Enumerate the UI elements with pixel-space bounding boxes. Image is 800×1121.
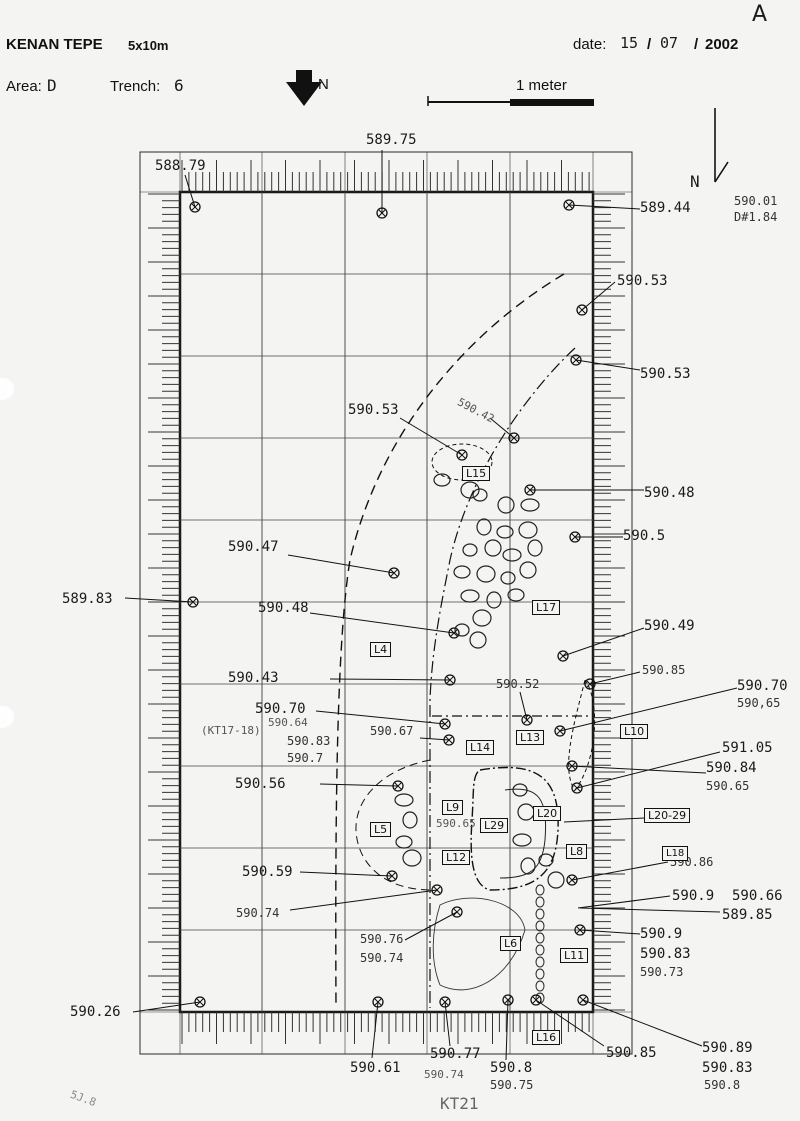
elev-590-77: 590.77 bbox=[430, 1046, 481, 1062]
elev-590-76: 590.76 bbox=[360, 932, 404, 946]
elev-590-70b: 590.70 bbox=[255, 701, 306, 717]
elev-590-74b: 590.74 bbox=[360, 951, 404, 965]
locus-L5: L5 bbox=[370, 822, 392, 837]
elev-590-43: 590.43 bbox=[228, 670, 279, 686]
elev-590-65c: 590.65 bbox=[436, 817, 476, 830]
locus-L10: L10 bbox=[620, 724, 649, 739]
elev-590-67: 590.67 bbox=[370, 724, 414, 738]
elev-590-5: 590.5 bbox=[623, 528, 666, 544]
elev-590-85a: 590.85 bbox=[642, 663, 686, 677]
elev-590-65a: 590,65 bbox=[737, 696, 781, 710]
grid-lines bbox=[180, 192, 593, 1012]
elev-590-65b: 590.65 bbox=[706, 779, 750, 793]
elev-590-48a: 590.48 bbox=[644, 485, 695, 501]
elev-589-85: 589.85 bbox=[722, 907, 773, 923]
elev-590-53b: 590.53 bbox=[640, 366, 691, 382]
date-year: 2002 bbox=[705, 36, 739, 53]
elev-590-9a: 590.9 bbox=[672, 888, 715, 904]
kt17-note: (KT17-18) bbox=[201, 724, 261, 737]
elev-590-56: 590.56 bbox=[235, 776, 286, 792]
elev-590-47: 590.47 bbox=[228, 539, 279, 555]
elev-590-83b: 590.83 bbox=[640, 946, 691, 962]
trench-label: Trench: bbox=[110, 78, 161, 95]
elev-top-mid: 589.75 bbox=[366, 132, 417, 148]
elev-590-8b: 590.8 bbox=[704, 1078, 741, 1092]
locus-L14: L14 bbox=[466, 740, 495, 755]
elev-590-85b: 590.85 bbox=[606, 1045, 657, 1061]
elev-590-7: 590.7 bbox=[287, 751, 324, 765]
elev-top-right: 589.44 bbox=[640, 200, 691, 216]
page-letter: A bbox=[752, 2, 768, 27]
elev-590-48b: 590.48 bbox=[258, 600, 309, 616]
elev-note-2: D#1.84 bbox=[734, 210, 778, 224]
locus-L29: L29 bbox=[480, 818, 509, 833]
scale-bar bbox=[427, 96, 594, 106]
trench-size: 5x10m bbox=[128, 38, 169, 53]
date-sep-1: / bbox=[647, 36, 652, 53]
elev-590-49: 590.49 bbox=[644, 618, 695, 634]
north-label-hand: N bbox=[690, 172, 700, 191]
kt21-note: KT21 bbox=[440, 1094, 479, 1113]
elev-note-1: 590.01 bbox=[734, 194, 778, 208]
area-label: Area: bbox=[6, 78, 42, 95]
dashed-boundary bbox=[335, 273, 565, 1009]
elev-590-66: 590.66 bbox=[732, 888, 783, 904]
north-arrow-hand bbox=[714, 108, 729, 183]
locus-L9: L9 bbox=[442, 800, 464, 815]
elev-590-74c: 590.74 bbox=[424, 1068, 464, 1081]
date-label: date: bbox=[573, 36, 607, 53]
elev-591-05: 591.05 bbox=[722, 740, 773, 756]
elev-top-left: 588.79 bbox=[155, 158, 206, 174]
elev-590-73: 590.73 bbox=[640, 965, 684, 979]
elev-590-70a: 590.70 bbox=[737, 678, 788, 694]
stones-cluster bbox=[394, 473, 565, 889]
elev-590-84: 590.84 bbox=[706, 760, 757, 776]
elev-590-53c: 590.53 bbox=[348, 402, 399, 418]
trench-value: 6 bbox=[174, 76, 184, 95]
elev-590-61: 590.61 bbox=[350, 1060, 401, 1076]
locus-L6: L6 bbox=[500, 936, 522, 951]
locus-L12: L12 bbox=[442, 850, 471, 865]
locus-L8: L8 bbox=[566, 844, 588, 859]
elev-589-83: 589.83 bbox=[62, 591, 113, 607]
area-value: D bbox=[47, 76, 57, 95]
locus-L11: L11 bbox=[560, 948, 589, 963]
north-arrow-filled bbox=[286, 70, 322, 106]
elev-590-59: 590.59 bbox=[242, 864, 293, 880]
locus-L15: L15 bbox=[462, 466, 491, 481]
site-name: KENAN TEPE bbox=[6, 36, 103, 53]
elev-590-74a: 590.74 bbox=[236, 906, 280, 920]
elev-590-89: 590.89 bbox=[702, 1040, 753, 1056]
locus-L18: L18 bbox=[662, 846, 689, 861]
elev-590-83a: 590.83 bbox=[287, 734, 331, 748]
leader-lines bbox=[124, 150, 738, 1061]
date-sep-2: / bbox=[694, 36, 699, 53]
binder-hole-top bbox=[0, 378, 14, 400]
binder-hole-bottom bbox=[0, 706, 14, 728]
elev-590-52: 590.52 bbox=[496, 677, 540, 691]
north-label: N bbox=[318, 76, 329, 93]
elev-590-83c: 590.83 bbox=[702, 1060, 753, 1076]
locus-L17: L17 bbox=[532, 600, 561, 615]
locus-L13: L13 bbox=[516, 730, 545, 745]
date-month: 07 bbox=[660, 34, 679, 52]
locus-L4: L4 bbox=[370, 642, 392, 657]
elev-590-8: 590.8 bbox=[490, 1060, 533, 1076]
scale-label: 1 meter bbox=[516, 77, 567, 94]
elev-590-75: 590.75 bbox=[490, 1078, 534, 1092]
date-day: 15 bbox=[620, 34, 639, 52]
locus-L16: L16 bbox=[532, 1030, 561, 1045]
locus-L20: L20 bbox=[533, 806, 562, 821]
elev-590-26: 590.26 bbox=[70, 1004, 121, 1020]
elev-590-64: 590.64 bbox=[268, 716, 308, 729]
locus-L20-29: L20-29 bbox=[644, 808, 691, 823]
elev-590-9b: 590.9 bbox=[640, 926, 683, 942]
survey-points bbox=[187, 199, 596, 1008]
elev-590-53a: 590.53 bbox=[617, 273, 668, 289]
